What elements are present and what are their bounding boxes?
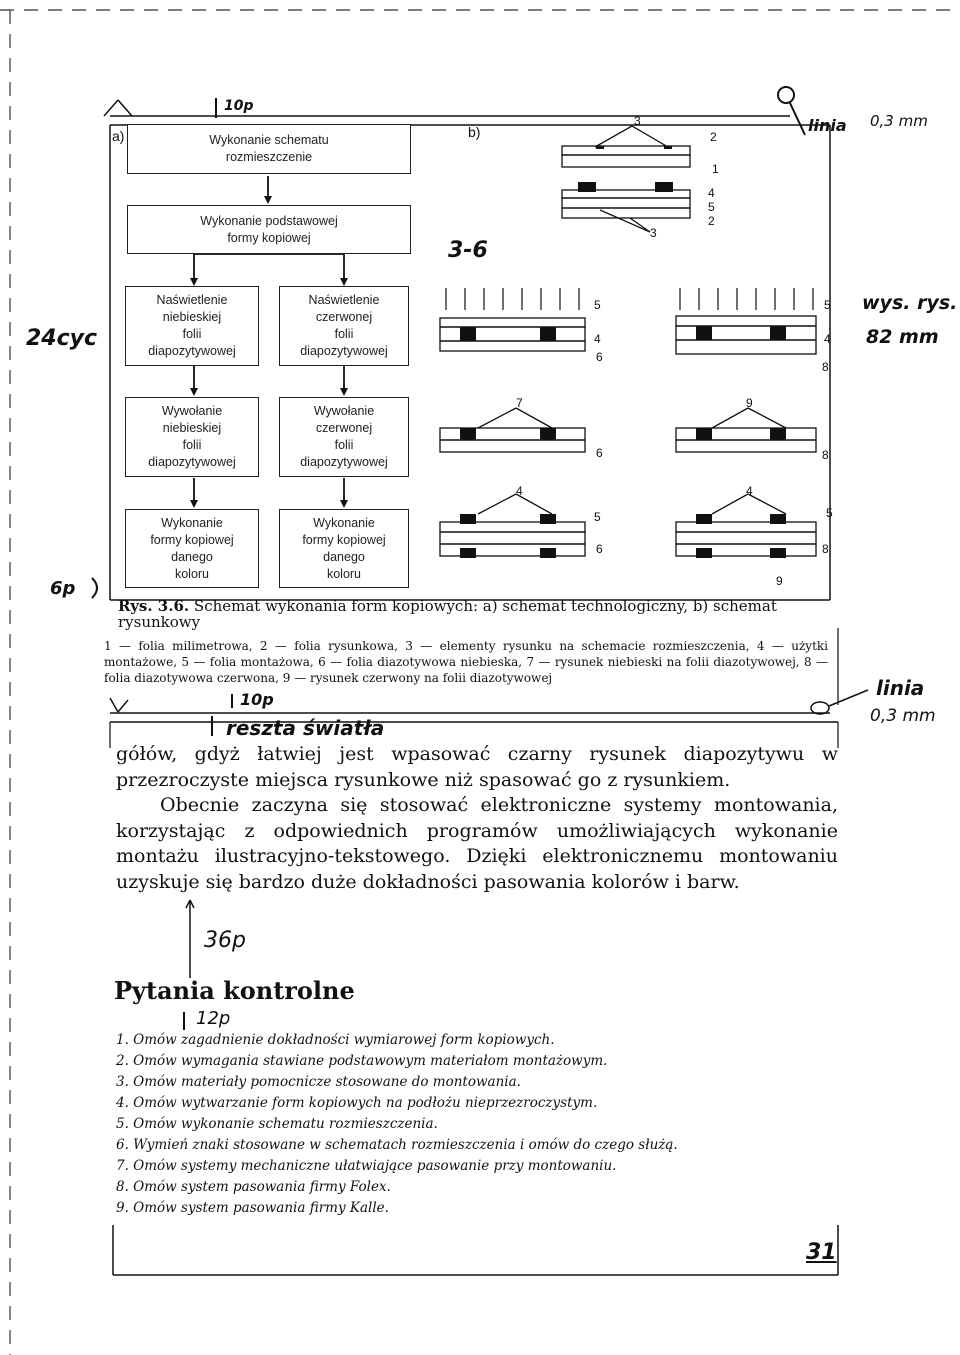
page-number: 31 (806, 1240, 837, 1265)
questions-list: 1. Omów zagadnienie dokładności wymiarow… (116, 1030, 836, 1219)
figure-label-b: b) (468, 124, 481, 140)
fig-num: 9 (746, 396, 753, 410)
box-wywolanie-czerwone: Wywołanie czerwonej folii diapozytywowej (279, 397, 409, 477)
fig-num: 9 (776, 574, 783, 588)
box-schemat: Wykonanie schematu rozmieszczenie (127, 124, 411, 174)
box-naswietlenie-czerwone: Naświetlenie czerwonej folii diapozytywo… (279, 286, 409, 366)
fig-num: 6 (596, 446, 603, 460)
fig-num: 4 (594, 332, 601, 346)
annotation-height-value: 82 mm (866, 326, 939, 348)
fig-num: 5 (824, 298, 831, 312)
question-item: 9. Omów system pasowania firmy Kalle. (116, 1200, 389, 1216)
fig-num: 8 (822, 448, 829, 462)
question-item: 3. Omów materiały pomocnicze stosowane d… (116, 1074, 521, 1090)
section-title: Pytania kontrolne (114, 976, 355, 1005)
figure-legend: 1 — folia milimetrowa, 2 — folia rysunko… (104, 639, 828, 685)
fig-num: 2 (710, 130, 717, 144)
box-wywolanie-niebieskie: Wywołanie niebieskiej folii diapozytywow… (125, 397, 259, 477)
annotation-gap-36p: 36p (204, 928, 246, 953)
question-item: 2. Omów wymagania stawiane podstawowym m… (116, 1053, 608, 1069)
fig-num: 4 (708, 186, 715, 200)
fig-num: 1 (712, 162, 719, 176)
question-item: 7. Omów systemy mechaniczne ułatwiające … (116, 1158, 617, 1174)
box-forma-b: Wykonanie formy kopiowej danego koloru (279, 509, 409, 588)
question-item: 4. Omów wytwarzanie form kopiowych na po… (116, 1095, 598, 1111)
fig-num: 3 (634, 114, 641, 128)
annotation-line-top: linia (808, 116, 847, 135)
annotation-left-bottom: 6p (50, 578, 76, 599)
figure-caption: Rys. 3.6. Schemat wykonania form kopiowy… (118, 598, 834, 630)
fig-num: 6 (596, 542, 603, 556)
question-item: 1. Omów zagadnienie dokładności wymiarow… (116, 1032, 555, 1048)
box-naswietlenie-niebieskie: Naświetlenie niebieskiej folii diapozyty… (125, 286, 259, 366)
fig-num: 4 (746, 484, 753, 498)
fig-num: 4 (516, 484, 523, 498)
fig-num: 2 (708, 214, 715, 228)
fig-num: 5 (594, 510, 601, 524)
annotation-line-right-size: 0,3 mm (870, 706, 936, 726)
fig-num: 3 (650, 226, 657, 240)
caption-number: Rys. 3.6. (118, 597, 190, 615)
fig-num: 6 (596, 350, 603, 364)
box-podstawowa: Wykonanie podstawowej formy kopiowej (127, 205, 411, 254)
annotation-height-label: wys. rys. (862, 292, 958, 314)
paragraph-1: gółów, gdyż łatwiej jest wpasować czarny… (116, 743, 838, 791)
annotation-line-right: linia (876, 676, 925, 700)
annotation-gap-12p: 12p (196, 1008, 231, 1029)
figure-label-a: a) (112, 128, 125, 144)
annotation-top-gap: 10p (224, 98, 254, 114)
fig-num: 8 (822, 360, 829, 374)
fig-num: 8 (822, 542, 829, 556)
question-item: 5. Omów wykonanie schematu rozmieszczeni… (116, 1116, 438, 1132)
annotation-rest-light: reszta światła (226, 716, 385, 740)
paragraph-2: Obecnie zaczyna się stosować elektronicz… (116, 794, 838, 893)
annotation-gap-10p: 10p (240, 690, 274, 709)
annotation-line-top-size: 0,3 mm (870, 112, 928, 130)
annotation-ref: 3-6 (448, 238, 488, 263)
box-forma-a: Wykonanie formy kopiowej danego koloru (125, 509, 259, 588)
fig-num: 7 (516, 396, 523, 410)
question-item: 8. Omów system pasowania firmy Folex. (116, 1179, 391, 1195)
fig-num: 5 (708, 200, 715, 214)
caption-title: Schemat wykonania form kopiowych: a) sch… (118, 597, 777, 631)
fig-num: 5 (826, 506, 833, 520)
fig-num: 4 (824, 332, 831, 346)
annotation-left-width: 24cyc (26, 326, 98, 351)
fig-num: 5 (594, 298, 601, 312)
question-item: 6. Wymień znaki stosowane w schematach r… (116, 1137, 678, 1153)
